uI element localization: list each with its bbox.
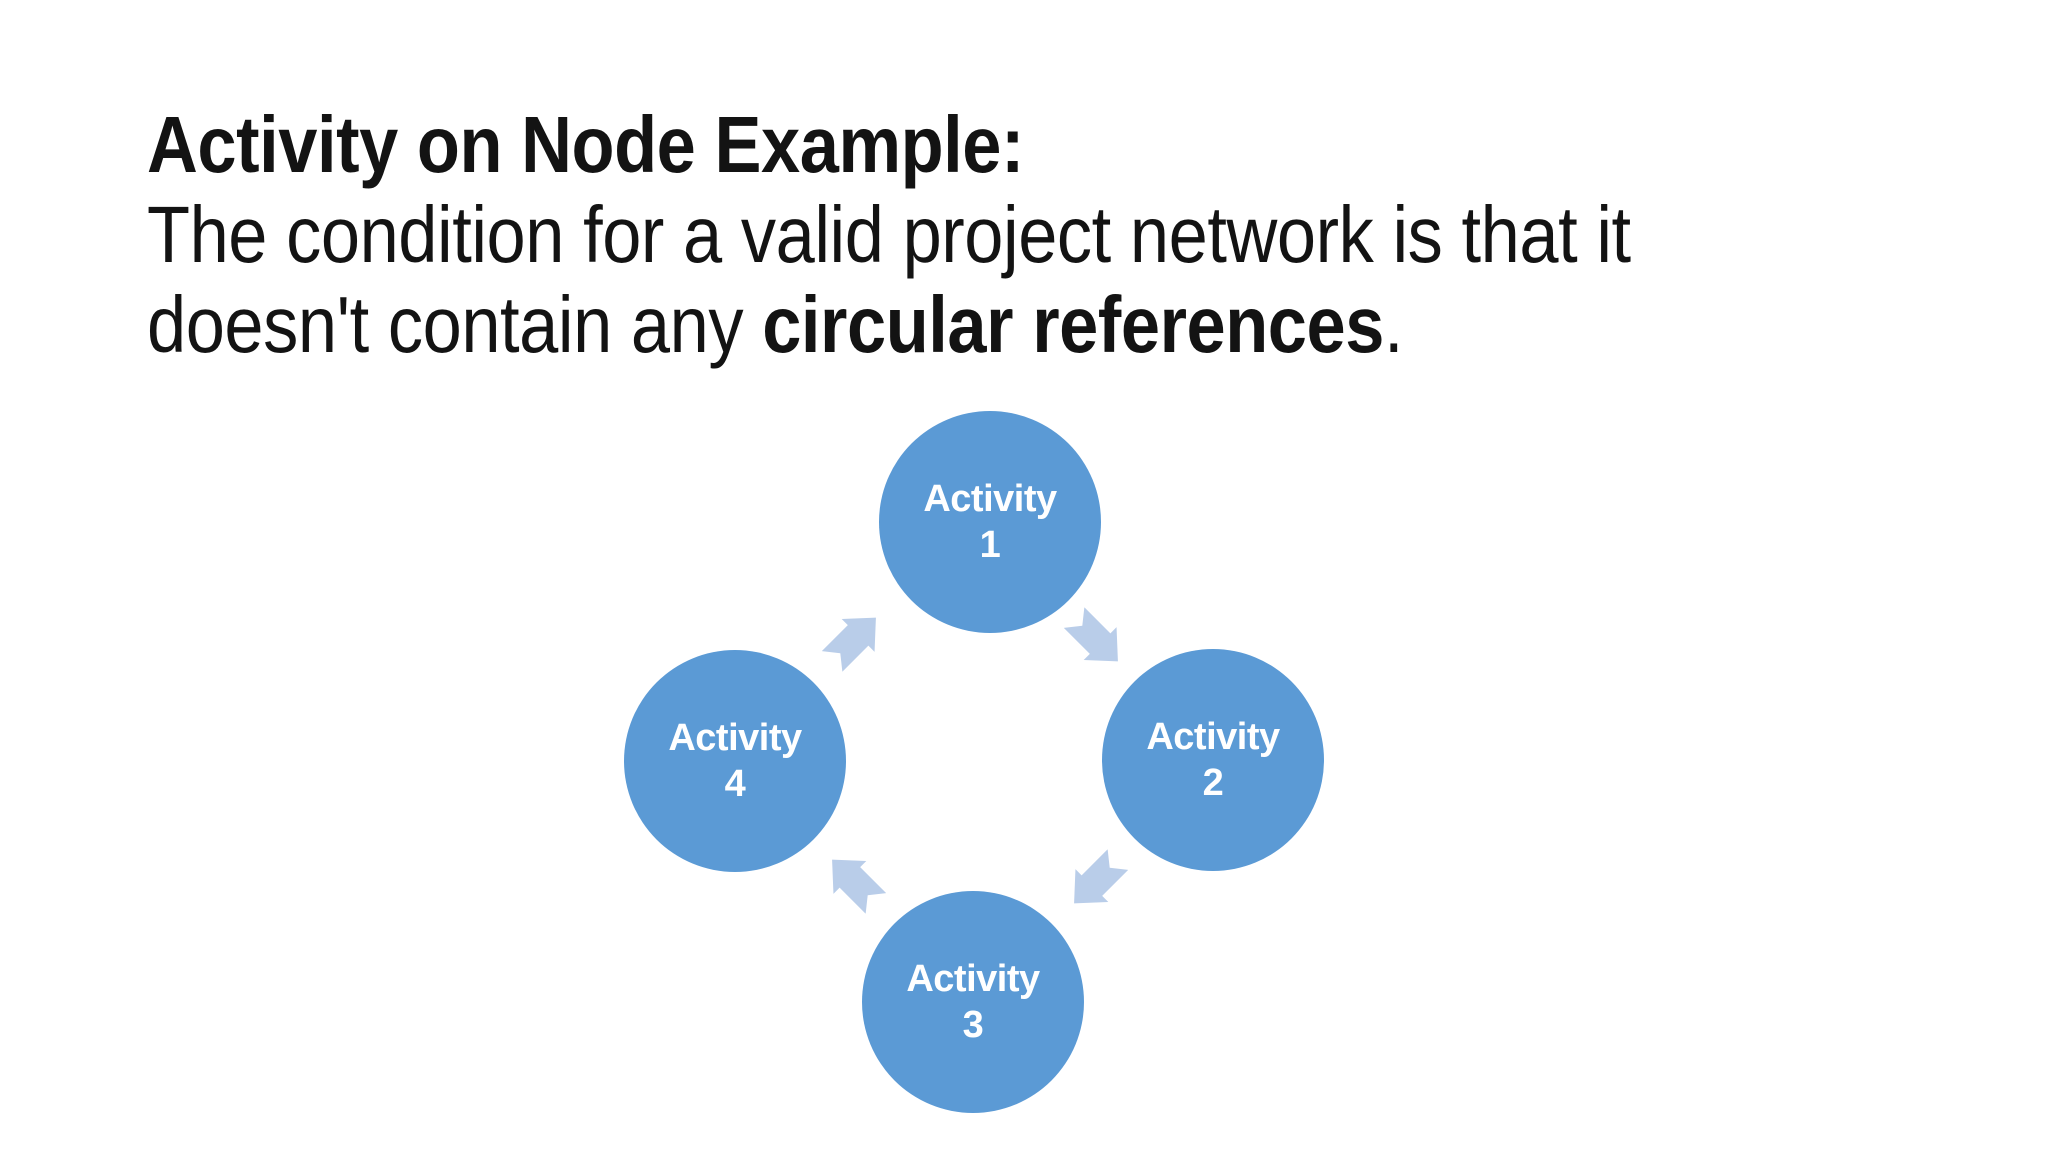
node-number: 3 <box>962 1004 984 1046</box>
node-label: Activity <box>1146 716 1280 758</box>
slide-body-line-1: The condition for a valid project networ… <box>147 190 1631 279</box>
slide-body-line-2-prefix: doesn't contain any <box>147 280 763 369</box>
cycle-node-activity-1: Activity 1 <box>879 411 1101 633</box>
cycle-arrow-1-to-2-icon <box>1057 601 1134 678</box>
cycle-node-activity-3: Activity 3 <box>862 891 1084 1113</box>
cycle-node-activity-2: Activity 2 <box>1102 649 1324 871</box>
cycle-arrow-2-to-3-icon <box>1057 843 1134 920</box>
cycle-node-activity-4: Activity 4 <box>624 650 846 872</box>
node-label: Activity <box>923 478 1057 520</box>
slide-body-line-2-emphasis: circular references <box>762 280 1384 369</box>
slide-body-line-2: doesn't contain any circular references. <box>147 280 1631 370</box>
slide-text-block: Activity on Node Example: The condition … <box>147 100 1631 370</box>
cycle-arrow-4-to-1-icon <box>815 601 892 678</box>
node-number: 1 <box>979 524 1001 566</box>
node-number: 2 <box>1202 762 1224 804</box>
cycle-arrow-3-to-4-icon <box>815 843 892 920</box>
node-label: Activity <box>906 958 1040 1000</box>
slide-title: Activity on Node Example: <box>147 100 1025 189</box>
node-label: Activity <box>668 717 802 759</box>
slide-body-line-2-suffix: . <box>1383 280 1404 369</box>
node-number: 4 <box>724 763 746 805</box>
